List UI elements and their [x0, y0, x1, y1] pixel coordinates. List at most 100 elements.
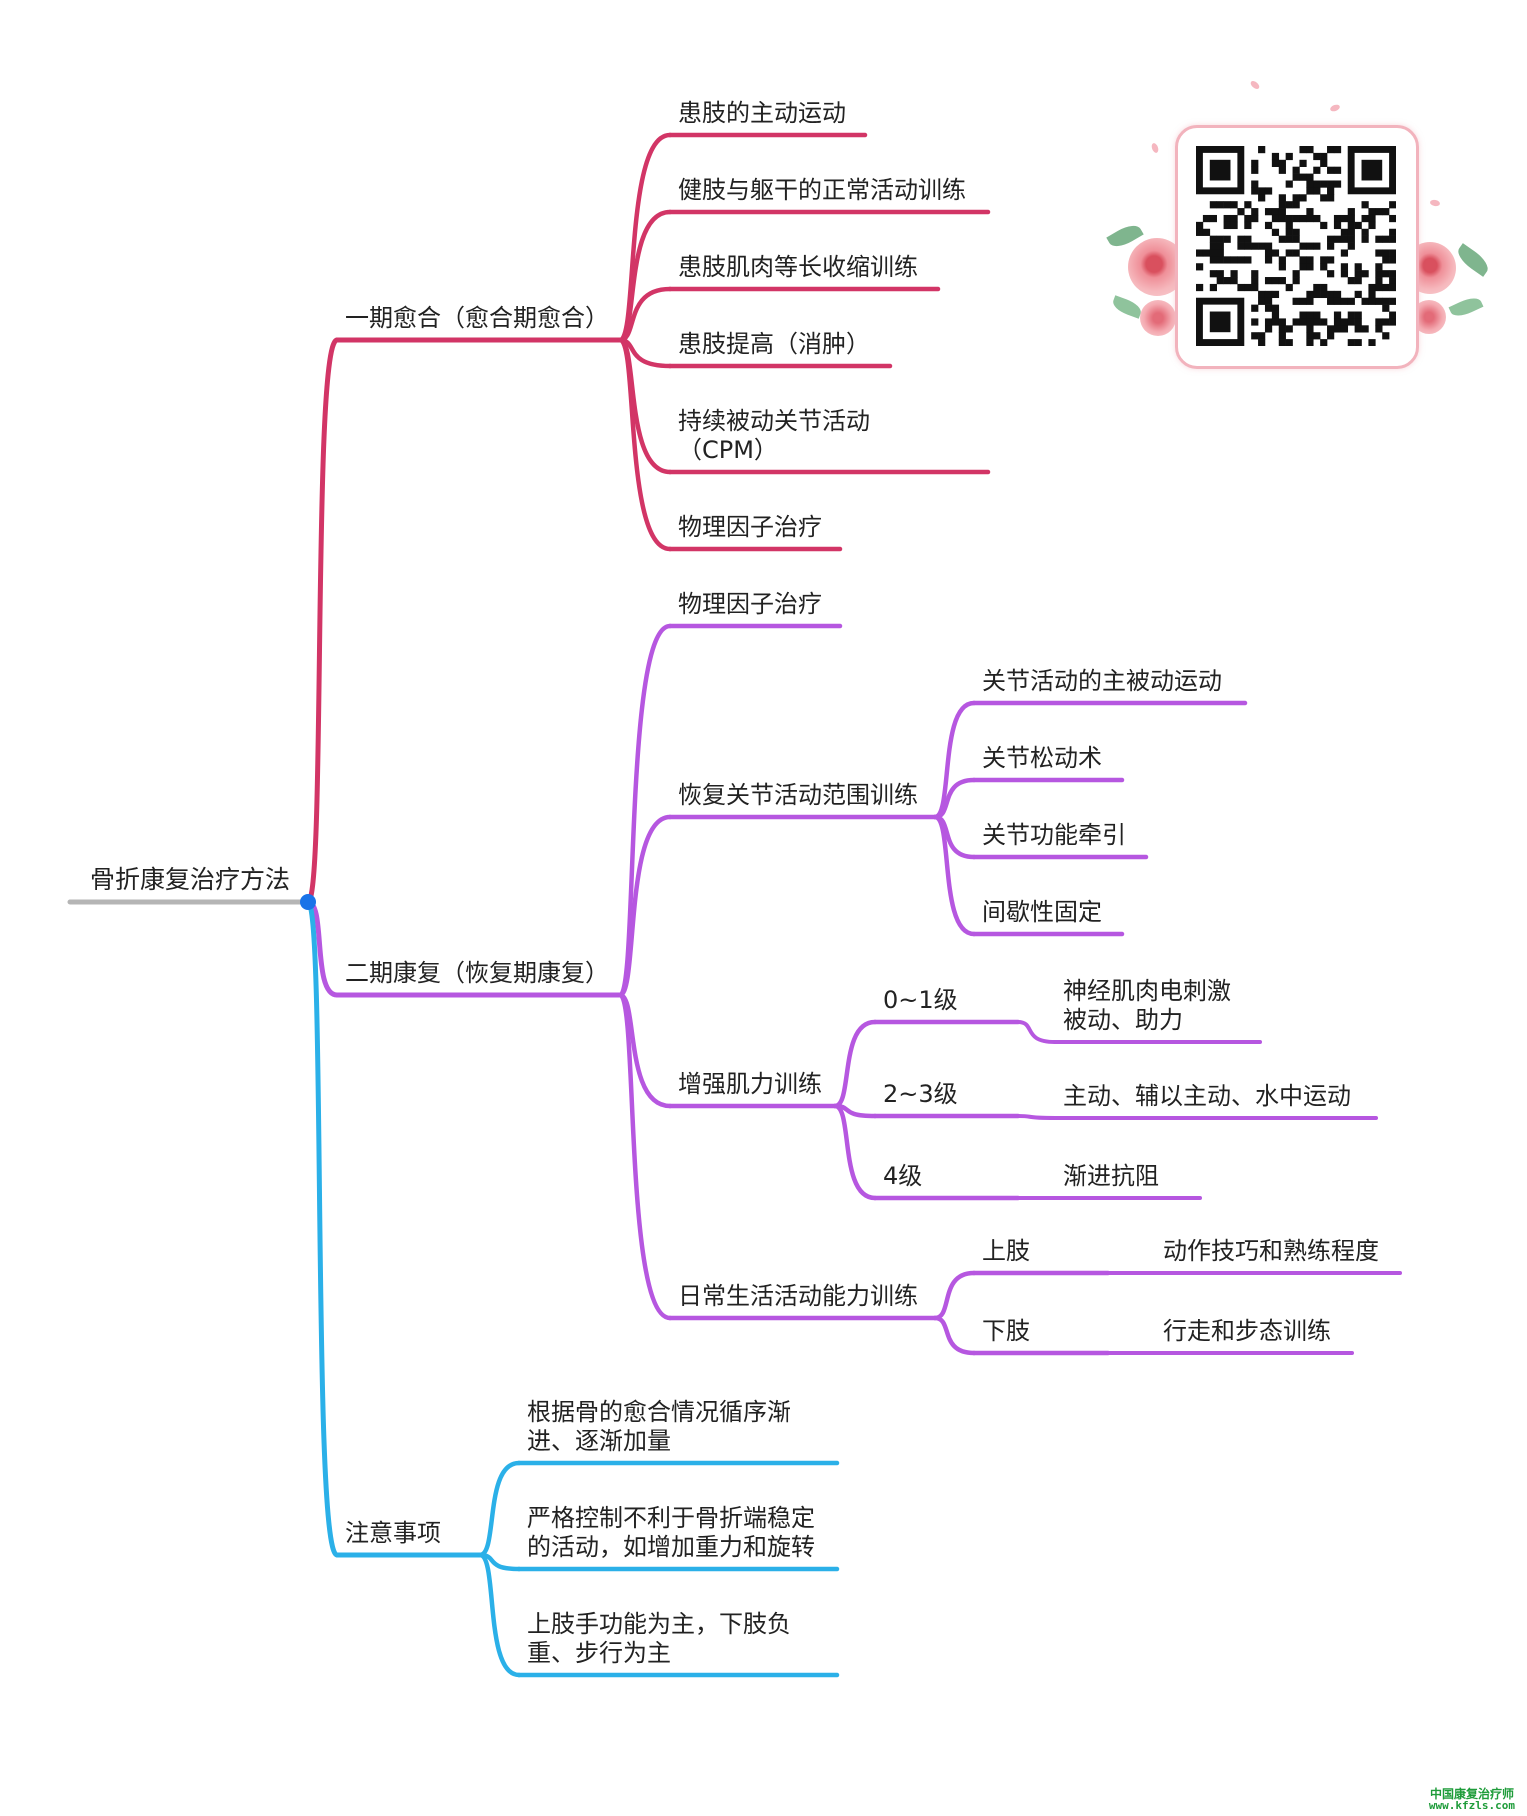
qr-module — [1299, 146, 1307, 154]
qr-module — [1340, 297, 1349, 305]
qr-code-icon[interactable] — [1196, 146, 1396, 346]
branch-b2-label[interactable]: 二期康复（恢复期康复） — [345, 959, 609, 987]
qr-module — [1299, 311, 1307, 319]
qr-module — [1320, 152, 1328, 161]
node-b2c4b1[interactable]: 行走和步态训练 — [1163, 1317, 1331, 1345]
qr-module — [1196, 249, 1204, 257]
node-b2c2a[interactable]: 关节活动的主被动运动 — [982, 667, 1222, 695]
qr-module — [1389, 318, 1396, 326]
node-b2c3a1-line: 被动、助力 — [1063, 1006, 1183, 1034]
connector-b2c3c — [832, 1103, 878, 1201]
node-b2c2b[interactable]: 关节松动术 — [982, 744, 1102, 772]
qr-module — [1389, 256, 1396, 264]
qr-module — [1258, 187, 1266, 195]
branch-b1-label[interactable]: 一期愈合（愈合期愈合） — [345, 304, 609, 332]
node-b2c3a[interactable]: 0~1级 — [883, 986, 958, 1014]
qr-module — [1333, 235, 1342, 243]
qr-module — [1216, 242, 1224, 250]
node-b3c1[interactable]: 根据骨的愈合情况循序渐进、逐渐加量 — [527, 1398, 791, 1455]
qr-code-card[interactable] — [1175, 125, 1419, 369]
branch-connector-b3 — [305, 899, 340, 1558]
qr-module — [1271, 159, 1280, 167]
qr-module — [1320, 290, 1328, 299]
qr-module — [1382, 332, 1390, 340]
qr-module — [1368, 208, 1376, 216]
node-b2c4[interactable]: 日常生活活动能力训练 — [678, 1282, 918, 1310]
node-b1c4[interactable]: 患肢提高（消肿） — [678, 330, 870, 358]
qr-module — [1237, 208, 1245, 216]
node-b2c4a1-line: 动作技巧和熟练程度 — [1163, 1237, 1379, 1265]
root-node-dot[interactable] — [300, 894, 316, 910]
node-b2c2c[interactable]: 关节功能牵引 — [982, 821, 1126, 849]
qr-module — [1285, 325, 1293, 333]
qr-module — [1209, 235, 1217, 243]
qr-module — [1292, 270, 1300, 278]
qr-module — [1209, 283, 1217, 292]
node-b2c3[interactable]: 增强肌力训练 — [678, 1070, 822, 1098]
node-b1c1[interactable]: 患肢的主动运动 — [678, 99, 846, 127]
qr-module — [1327, 187, 1335, 195]
qr-module — [1347, 277, 1355, 285]
node-b1c5[interactable]: 持续被动关节活动（CPM） — [678, 407, 870, 464]
qr-module — [1333, 180, 1342, 188]
connector-b2c2a — [932, 700, 977, 820]
qr-module — [1285, 339, 1293, 346]
qr-module — [1306, 339, 1314, 346]
qr-module — [1271, 311, 1280, 319]
node-b1c5-line: 持续被动关节活动 — [678, 407, 870, 435]
node-b2c3c1[interactable]: 渐进抗阻 — [1063, 1162, 1159, 1190]
qr-module — [1306, 256, 1314, 264]
qr-module — [1299, 173, 1307, 181]
node-b1c1-line: 患肢的主动运动 — [678, 99, 846, 127]
qr-module — [1264, 242, 1273, 250]
qr-module — [1292, 277, 1300, 285]
node-b1c2[interactable]: 健肢与躯干的正常活动训练 — [678, 176, 966, 204]
qr-module — [1271, 318, 1280, 326]
qr-module — [1285, 249, 1293, 257]
qr-module — [1251, 277, 1259, 285]
connector-b2c1 — [617, 623, 673, 998]
qr-module — [1223, 221, 1231, 230]
qr-module — [1264, 297, 1273, 305]
qr-module — [1361, 201, 1369, 209]
qr-module — [1292, 249, 1300, 257]
qr-module — [1313, 187, 1321, 195]
branch-b3-label[interactable]: 注意事项 — [345, 1519, 441, 1547]
qr-module — [1375, 235, 1383, 243]
qr-module — [1278, 325, 1286, 333]
qr-module — [1320, 159, 1328, 167]
node-b2c4a1[interactable]: 动作技巧和熟练程度 — [1163, 1237, 1379, 1265]
qr-module — [1347, 311, 1355, 319]
qr-module — [1382, 235, 1390, 243]
qr-module — [1306, 297, 1314, 305]
qr-module — [1306, 332, 1314, 340]
node-b2c4a[interactable]: 上肢 — [982, 1237, 1030, 1265]
qr-module — [1264, 325, 1273, 333]
qr-module — [1382, 304, 1390, 312]
qr-module — [1375, 325, 1383, 333]
qr-module — [1340, 318, 1349, 326]
node-b2c3a1[interactable]: 神经肌肉电刺激被动、助力 — [1063, 977, 1231, 1034]
node-b2c2[interactable]: 恢复关节活动范围训练 — [678, 781, 918, 809]
qr-module — [1196, 263, 1204, 271]
qr-module — [1340, 214, 1349, 223]
node-b2c2d[interactable]: 间歇性固定 — [982, 898, 1102, 926]
root-topic[interactable]: 骨折康复治疗方法 — [90, 865, 290, 894]
node-b1c3[interactable]: 患肢肌肉等长收缩训练 — [678, 253, 918, 281]
node-b1c6[interactable]: 物理因子治疗 — [678, 513, 822, 541]
qr-module — [1278, 318, 1286, 326]
node-b2c3b[interactable]: 2~3级 — [883, 1080, 958, 1108]
node-b3c2[interactable]: 严格控制不利于骨折端稳定的活动，如增加重力和旋转 — [527, 1504, 815, 1561]
qr-module — [1354, 277, 1362, 285]
qr-module — [1209, 270, 1217, 278]
node-b2c4b[interactable]: 下肢 — [982, 1317, 1030, 1345]
node-b2c3b1[interactable]: 主动、辅以主动、水中运动 — [1063, 1082, 1351, 1110]
node-b2c2-line: 恢复关节活动范围训练 — [678, 781, 918, 809]
node-b2c1[interactable]: 物理因子治疗 — [678, 590, 822, 618]
node-b2c3c[interactable]: 4级 — [883, 1162, 922, 1190]
connector-b1c2 — [617, 209, 673, 343]
watermark-site-name: 中国康复治疗师 — [1429, 1786, 1514, 1801]
node-b3c3[interactable]: 上肢手功能为主，下肢负重、步行为主 — [527, 1610, 791, 1667]
qr-finder-top-right-center — [1361, 159, 1383, 181]
qr-module — [1292, 173, 1300, 181]
